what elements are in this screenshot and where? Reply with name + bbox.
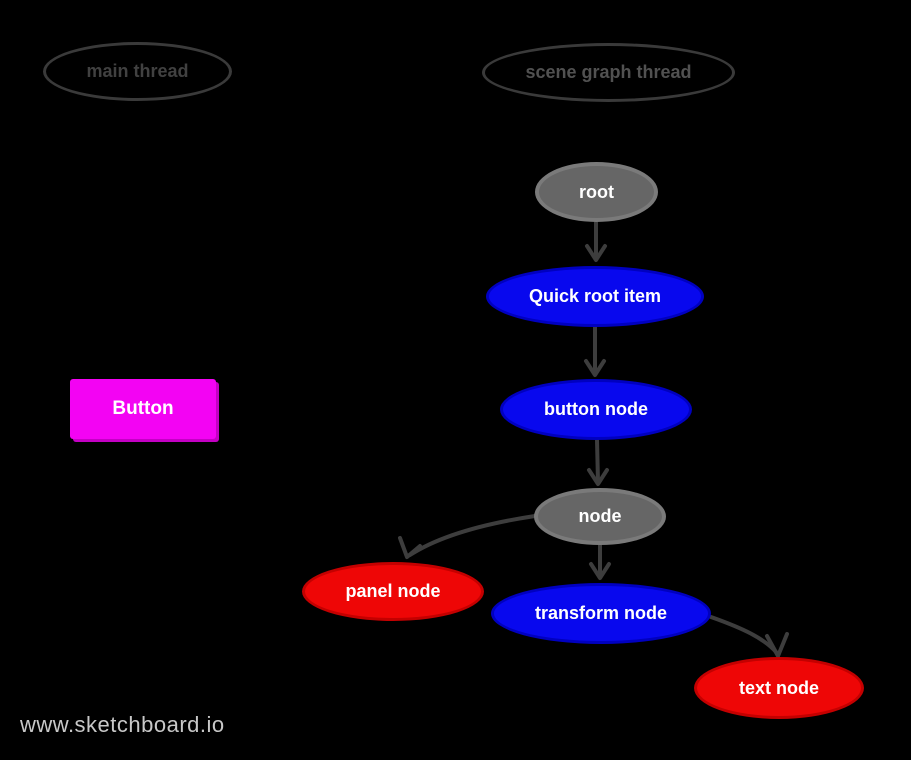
node-button-node-label: button node xyxy=(544,399,648,419)
node-root-label: root xyxy=(579,181,614,202)
lane-label-scene-graph-thread: scene graph thread xyxy=(525,62,692,82)
edge-node-to-panel-node xyxy=(398,514,537,559)
node-panel-node[interactable]: panel node xyxy=(302,562,484,621)
node-quick-root-item-label: Quick root item xyxy=(528,286,662,306)
node-transform-node-label: transform node xyxy=(534,603,667,623)
node-node[interactable]: node xyxy=(534,488,666,545)
sketchboard-watermark: www.sketchboard.io xyxy=(20,712,225,737)
lane-ellipse-scene-graph-thread: scene graph thread xyxy=(482,43,735,102)
edge-node-to-transform-node xyxy=(589,543,611,580)
node-quick-root-item[interactable]: Quick root item xyxy=(486,266,704,327)
edge-transform-node-to-text-node xyxy=(709,615,789,658)
node-panel-node-label: panel node xyxy=(345,581,441,601)
edge-root-to-quick-root-item xyxy=(585,220,607,262)
edge-quick-root-item-to-button-node xyxy=(584,325,606,377)
node-root[interactable]: root xyxy=(535,162,658,222)
node-text-node-label: text node xyxy=(738,677,819,698)
edge-button-node-to-node xyxy=(587,438,609,486)
node-node-label: node xyxy=(578,506,622,526)
lane-label-main-thread: main thread xyxy=(86,61,189,81)
node-transform-node[interactable]: transform node xyxy=(491,583,711,644)
lane-ellipse-main-thread: main thread xyxy=(43,42,232,101)
button-shape-label: Button xyxy=(112,398,174,419)
button-shape[interactable]: Button xyxy=(70,379,216,439)
node-text-node[interactable]: text node xyxy=(694,657,864,719)
node-button-node[interactable]: button node xyxy=(500,379,692,440)
